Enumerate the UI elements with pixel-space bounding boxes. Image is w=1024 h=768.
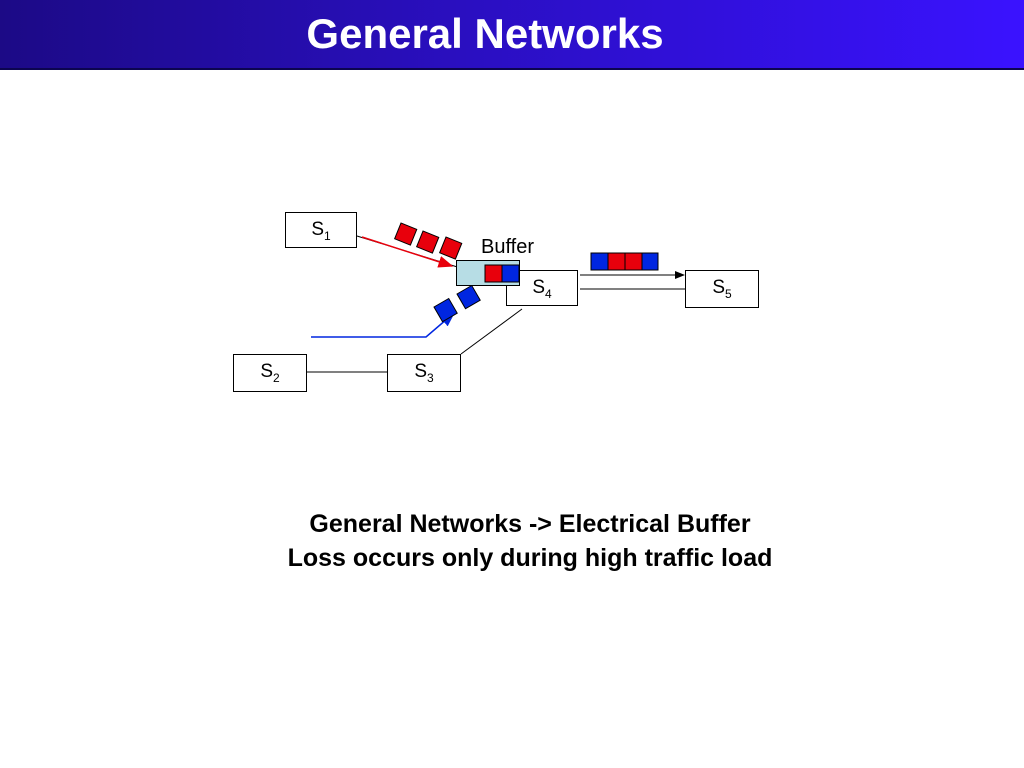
link-s3-s4 [460, 308, 523, 355]
packet-blue [433, 297, 458, 323]
page-title: General Networks [306, 10, 664, 57]
caption-line-2: Loss occurs only during high traffic loa… [287, 544, 773, 572]
node-subscript: 4 [545, 286, 552, 301]
packet-blue [641, 252, 659, 271]
node-s3: S3 [387, 354, 461, 392]
node-subscript: 1 [324, 228, 331, 243]
packets-red-incoming [393, 222, 463, 260]
packet-red [484, 264, 503, 283]
title-bar: General Networks [0, 0, 1024, 70]
node-label: S [311, 219, 324, 240]
packet-red [393, 222, 418, 246]
packets-blue-incoming [433, 284, 481, 323]
node-label: S [414, 361, 427, 382]
node-label: S [712, 277, 725, 298]
caption-line-1: General Networks -> Electrical Buffer [309, 510, 751, 538]
node-subscript: 5 [725, 286, 732, 301]
node-subscript: 3 [427, 370, 434, 385]
packet-blue [501, 264, 520, 283]
node-label: S [260, 361, 273, 382]
node-s5: S5 [685, 270, 759, 308]
packet-red [438, 236, 463, 260]
packet-red [415, 230, 440, 254]
node-s1: S1 [285, 212, 357, 248]
flow-arrow-red [361, 236, 454, 268]
packet-blue [456, 284, 481, 310]
node-label: S [532, 277, 545, 298]
node-subscript: 2 [273, 370, 280, 385]
buffer-label: Buffer [481, 236, 534, 258]
packets-outgoing [590, 252, 659, 271]
node-s2: S2 [233, 354, 307, 392]
